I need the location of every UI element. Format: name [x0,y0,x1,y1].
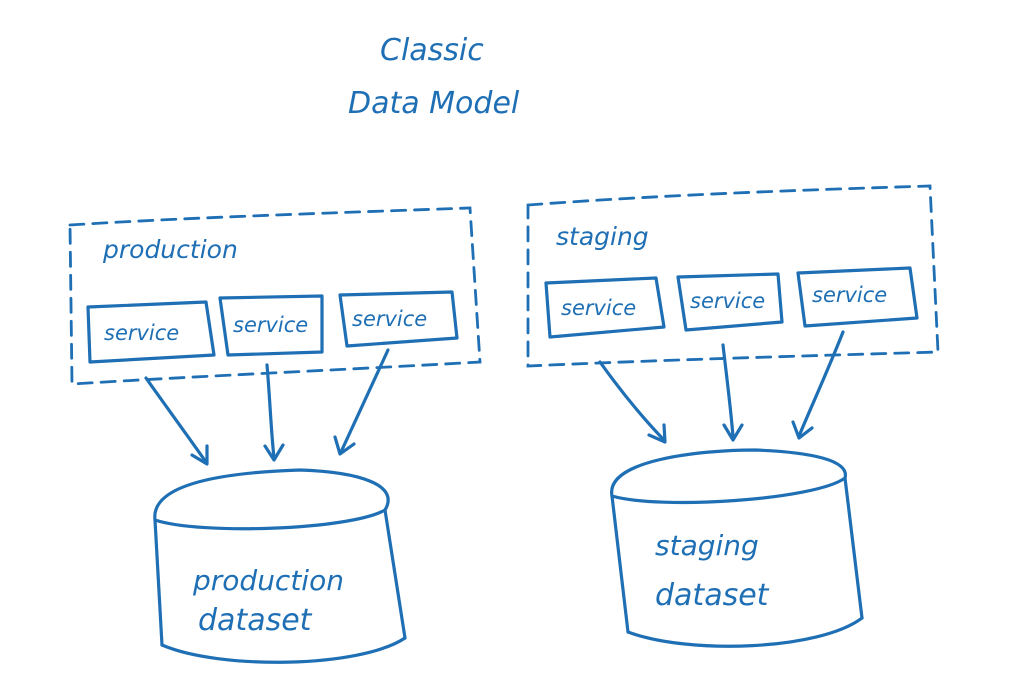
staging-boundary [526,184,940,368]
staging-arrow-3 [791,330,845,440]
staging-service-2: service [676,272,784,332]
production-dataset-label-line-1: production [192,564,344,597]
staging-dataset-label-line-1: staging [655,529,759,562]
production-service-3-label: service [352,307,427,331]
production-arrow-1 [144,376,209,466]
production-environment: production service service service [68,206,482,664]
title-line-1: Classic [380,33,484,68]
staging-service-2-label: service [690,289,765,313]
production-service-3: service [338,290,459,348]
production-service-1: service [86,300,216,364]
staging-environment: staging service service service [526,184,940,648]
production-arrow-3 [333,348,390,456]
production-environment-label: production [102,235,238,264]
production-service-1-label: service [104,321,179,345]
production-dataset-label-line-2: dataset [198,603,313,638]
production-service-2: service [218,294,324,357]
staging-environment-label: staging [556,222,649,251]
staging-dataset-cylinder: staging dataset [610,448,864,648]
title-line-2: Data Model [348,86,520,121]
staging-service-1: service [544,276,666,339]
production-boundary [68,206,482,386]
staging-service-3-label: service [812,283,887,307]
production-dataset-cylinder: production dataset [153,468,407,664]
staging-arrow-1 [598,360,667,444]
staging-service-1-label: service [561,296,636,320]
production-arrow-2 [263,363,285,462]
staging-arrow-2 [721,343,744,442]
staging-dataset-label-line-2: dataset [655,578,770,613]
staging-service-3: service [796,266,919,328]
production-service-2-label: service [233,313,308,337]
